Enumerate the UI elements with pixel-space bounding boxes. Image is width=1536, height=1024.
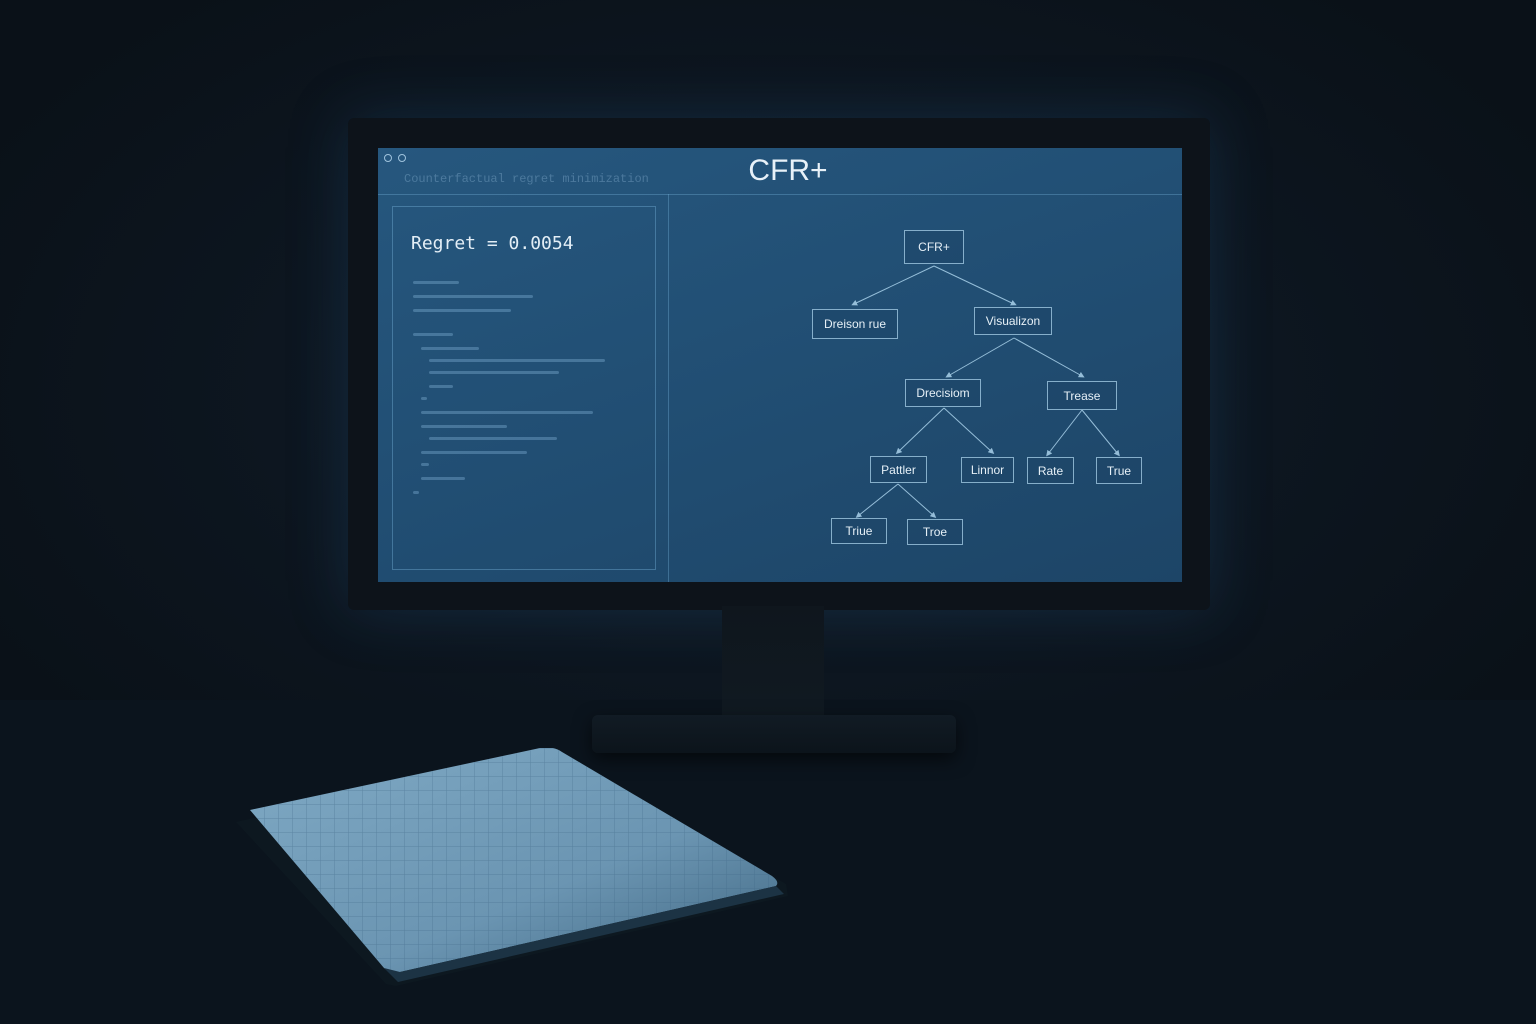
code-line bbox=[429, 437, 557, 440]
tree-node[interactable]: Rate bbox=[1027, 457, 1074, 484]
tree-node[interactable]: Dreison rue bbox=[812, 309, 898, 339]
window-titlebar: Counterfactual regret minimization CFR+ bbox=[378, 148, 1182, 195]
code-line bbox=[429, 359, 605, 362]
code-line bbox=[413, 295, 533, 298]
code-line bbox=[421, 411, 593, 414]
code-line bbox=[413, 333, 453, 336]
grid-notebook bbox=[236, 748, 788, 986]
app-title: CFR+ bbox=[748, 154, 828, 187]
tree-node[interactable]: Linnor bbox=[961, 457, 1014, 483]
window-control-icon[interactable] bbox=[398, 154, 406, 162]
tree-node[interactable]: Pattler bbox=[870, 456, 927, 483]
code-line bbox=[413, 281, 459, 284]
monitor-stand-neck bbox=[722, 606, 824, 726]
code-line bbox=[421, 425, 507, 428]
code-line bbox=[421, 347, 479, 350]
tree-node[interactable]: Triue bbox=[831, 518, 887, 544]
monitor-stand-base bbox=[592, 715, 956, 753]
tree-node[interactable]: True bbox=[1096, 457, 1142, 484]
tree-node[interactable]: Visualizon bbox=[974, 307, 1052, 335]
regret-value: Regret = 0.0054 bbox=[411, 233, 574, 254]
window-control-icon[interactable] bbox=[384, 154, 392, 162]
code-line bbox=[421, 463, 429, 466]
code-line bbox=[429, 385, 453, 388]
decision-tree-edges bbox=[851, 265, 1120, 518]
code-line bbox=[421, 451, 527, 454]
monitor-screen: Counterfactual regret minimization CFR+ … bbox=[378, 148, 1182, 582]
code-line bbox=[413, 309, 511, 312]
window-subtitle: Counterfactual regret minimization bbox=[404, 172, 649, 186]
code-line bbox=[413, 491, 419, 494]
code-line bbox=[421, 477, 465, 480]
tree-node[interactable]: Trease bbox=[1047, 381, 1117, 410]
code-line bbox=[429, 371, 559, 374]
tree-node[interactable]: Troe bbox=[907, 519, 963, 545]
code-panel: Regret = 0.0054 bbox=[392, 206, 656, 570]
panel-divider bbox=[668, 194, 669, 582]
code-line bbox=[421, 397, 427, 400]
desk-surface bbox=[0, 700, 1536, 1024]
tree-node[interactable]: Drecisiom bbox=[905, 379, 981, 407]
tree-node-root[interactable]: CFR+ bbox=[904, 230, 964, 264]
